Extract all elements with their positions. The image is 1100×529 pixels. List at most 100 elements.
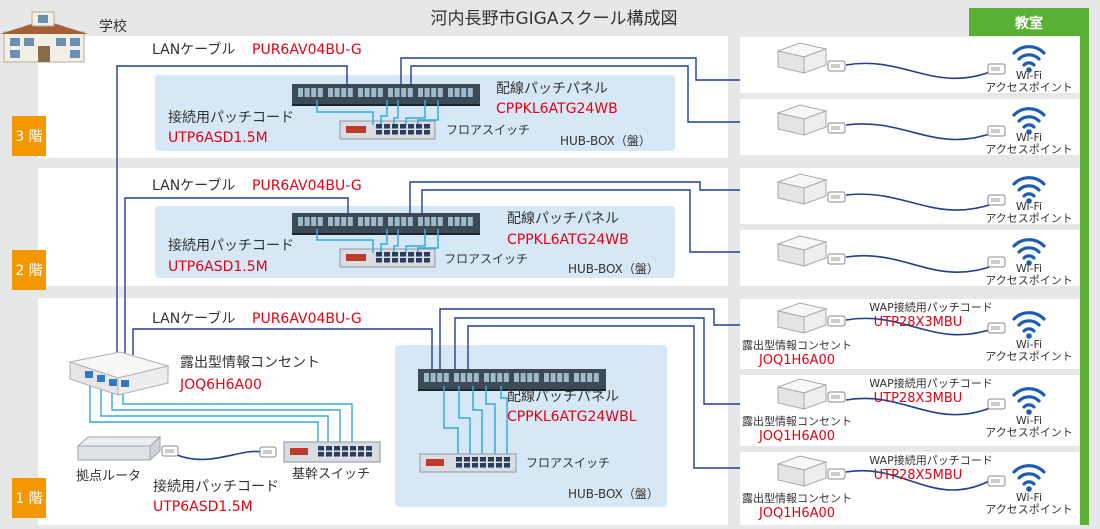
switch-port	[408, 252, 414, 257]
surface-outlet-1f	[68, 351, 170, 396]
patch-panel-port	[454, 373, 459, 382]
patch-plug-icon	[827, 391, 846, 403]
patch-panel-port	[341, 88, 347, 97]
patch-panel-port	[334, 217, 340, 226]
switch-port	[472, 457, 478, 462]
ap-label-access-point: アクセスポイント	[985, 81, 1072, 94]
patch-panel-port	[514, 373, 519, 382]
patch-panel-port	[358, 217, 363, 226]
patch-cord-3f-label: 接続用パッチコード	[168, 109, 294, 126]
patch-panel-port	[563, 373, 569, 382]
lan-cables	[116, 57, 740, 469]
patch-panel-port	[328, 88, 333, 97]
switch-port	[358, 452, 364, 457]
patch-panel-port	[533, 373, 539, 382]
switch-port	[318, 452, 324, 457]
hub-box-3f-label: HUB-BOX（盤）	[560, 134, 651, 148]
wall-outlet-icon	[776, 42, 828, 74]
patch-plug-icon	[987, 194, 1006, 206]
patch-panel-port	[424, 88, 430, 97]
switch-port	[318, 446, 324, 451]
wall-outlet-icon	[776, 104, 828, 136]
patch-panel-port	[460, 373, 466, 382]
switch-port	[416, 252, 422, 257]
patch-panel-1f-label: 配線パッチパネル	[507, 389, 619, 405]
patch-panel-port	[347, 88, 353, 97]
wap-cord-label: WAP接続用パッチコード	[869, 453, 992, 467]
wall-outlet-icon	[776, 235, 828, 267]
router-icon	[76, 435, 162, 462]
wifi-icon	[1012, 387, 1046, 415]
ap-label-wifi: Wi-Fi	[1016, 338, 1042, 351]
hub-box-1f-label: HUB-BOX（盤）	[568, 487, 659, 501]
patch-plug-icon	[987, 475, 1006, 487]
patch-panel-port	[467, 373, 473, 382]
patch-panel-port	[424, 373, 429, 382]
switch-port	[384, 252, 390, 257]
patch-panel-port	[424, 217, 430, 226]
patch-panel-port	[430, 373, 436, 382]
switch-port	[400, 252, 406, 257]
core-switch-ports	[318, 446, 372, 457]
switch-port	[416, 130, 422, 135]
patch-panel-port	[407, 88, 413, 97]
hub-box-2f-label: HUB-BOX（盤）	[568, 262, 659, 276]
lan-cable-1f-text: LANケーブル PUR6AV04BU-G	[152, 310, 362, 327]
classroom-row: Wi-FiアクセスポイントWAP接続用パッチコードUTP28X3MBU露出型情報…	[742, 376, 1073, 444]
lan-cable-1f-label: LANケーブル	[152, 310, 235, 327]
classroom-outlet-label: 露出型情報コンセント	[742, 491, 852, 505]
classroom-outlet-pn: JOQ1H6A00	[758, 429, 835, 444]
switch-port	[504, 457, 510, 462]
patch-panel-port	[401, 88, 407, 97]
wall-outlet-icon	[776, 455, 828, 487]
patch-panel-port	[503, 373, 509, 382]
outlet-1f-label: 露出型情報コンセント	[180, 355, 320, 371]
floor-switch-3f-ports	[376, 124, 430, 135]
patch-panel-port	[520, 373, 526, 382]
switch-port	[424, 130, 430, 135]
floor-switch-2f-label: フロアスイッチ	[444, 252, 528, 266]
patch-panel-2f-label: 配線パッチパネル	[507, 211, 619, 227]
patch-panel-port	[298, 217, 303, 226]
wap-cord-pn: UTP28X5MBU	[874, 468, 963, 483]
ap-label-access-point: アクセスポイント	[985, 212, 1072, 225]
patch-plug-icon	[987, 322, 1006, 334]
patch-panel-port	[490, 373, 496, 382]
patch-panel-port	[448, 217, 453, 226]
patch-panel-1f-ports	[424, 373, 599, 382]
patch-panel-port	[328, 217, 333, 226]
patch-panel-port	[473, 373, 479, 382]
patch-plug-icon	[827, 191, 846, 203]
switch-port	[334, 446, 340, 451]
switch-port	[392, 252, 398, 257]
patch-panel-port	[311, 88, 317, 97]
patch-panel-3f-ports	[298, 88, 473, 97]
wall-outlet-icon	[776, 302, 828, 334]
hub-box-3f	[155, 75, 675, 151]
floor2-label: 2 階	[15, 263, 42, 279]
floor1-label-bg	[12, 478, 46, 518]
switch-port	[342, 452, 348, 457]
patch-cord-2f-pn: UTP6ASD1.5M	[168, 259, 268, 275]
wifi-icon	[1012, 238, 1046, 266]
patch-plug-left	[161, 445, 179, 457]
switch-port	[416, 258, 422, 263]
switch-port	[358, 446, 364, 451]
switch-port	[424, 258, 430, 263]
patch-panel-port	[437, 88, 443, 97]
switch-port	[464, 457, 470, 462]
ap-label-wifi: Wi-Fi	[1016, 414, 1042, 427]
patch-panel-port	[317, 217, 323, 226]
floor3-label: 3 階	[15, 129, 42, 145]
diagram-title: 河内長野市GIGAスクール構成図	[431, 9, 678, 29]
school-label: 学校	[99, 18, 127, 35]
patch-panel-port	[364, 88, 370, 97]
patch-panel-port	[454, 88, 460, 97]
switch-port	[392, 130, 398, 135]
patch-panel-port	[544, 373, 549, 382]
classroom-bar-side	[1080, 36, 1089, 525]
patch-panel-port	[347, 217, 353, 226]
switch-port	[408, 258, 414, 263]
